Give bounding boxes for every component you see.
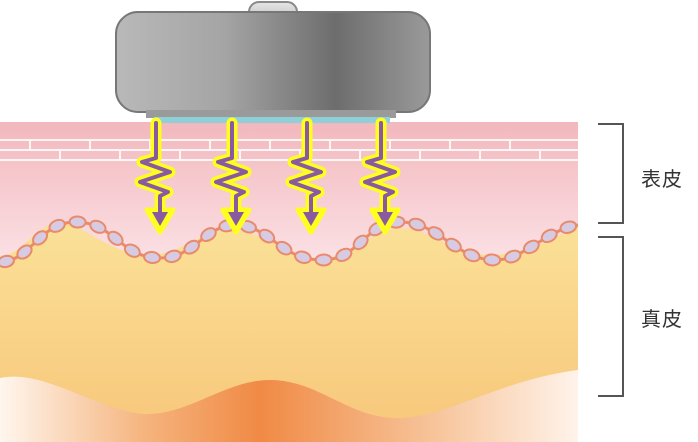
collagen-bead (258, 228, 276, 244)
dermis-label: 真皮 (641, 307, 683, 331)
device-body (115, 11, 431, 113)
collagen-bead (0, 254, 15, 269)
device-base (146, 110, 396, 118)
collagen-bead (335, 247, 353, 262)
collagen-bead (483, 253, 502, 267)
device-tip (154, 117, 390, 123)
epidermis-label: 表皮 (641, 167, 683, 191)
collagen-bead (522, 239, 540, 255)
collagen-bead (164, 249, 182, 264)
collagen-bead (445, 237, 462, 253)
collagen-bead (559, 220, 578, 234)
epidermis-cell-pattern (0, 139, 578, 161)
energy-zigzag-arrow-icon (359, 117, 401, 235)
collagen-bead (123, 243, 141, 258)
collagen-bead (143, 250, 162, 265)
energy-zigzag-arrow-icon (134, 117, 176, 235)
collagen-bead (89, 219, 107, 234)
collagen-bead (275, 240, 293, 256)
energy-beams (134, 117, 401, 235)
collagen-bead (314, 253, 333, 267)
collagen-bead (427, 226, 445, 241)
collagen-bead (16, 244, 33, 260)
collagen-bead (294, 250, 312, 264)
energy-zigzag-arrow-icon (210, 117, 252, 235)
rf-device-head-icon (115, 1, 431, 123)
collagen-bead (408, 217, 426, 232)
collagen-bead (107, 230, 124, 246)
collagen-bead (200, 227, 217, 243)
collagen-bead (540, 228, 558, 244)
collagen-bead (183, 239, 200, 255)
collagen-bead (68, 215, 87, 229)
epidermis-bracket (598, 123, 624, 224)
collagen-fiber-chain (0, 215, 579, 269)
collagen-bead (48, 218, 66, 233)
collagen-bead (504, 249, 522, 264)
collagen-bead (352, 234, 369, 251)
subcutaneous-fat-layer (0, 370, 578, 442)
layer-brackets (598, 123, 624, 397)
collagen-bead (463, 248, 481, 263)
collagen-bead (32, 230, 49, 246)
energy-zigzag-arrow-icon (285, 117, 327, 235)
dermis-bracket (598, 236, 624, 397)
